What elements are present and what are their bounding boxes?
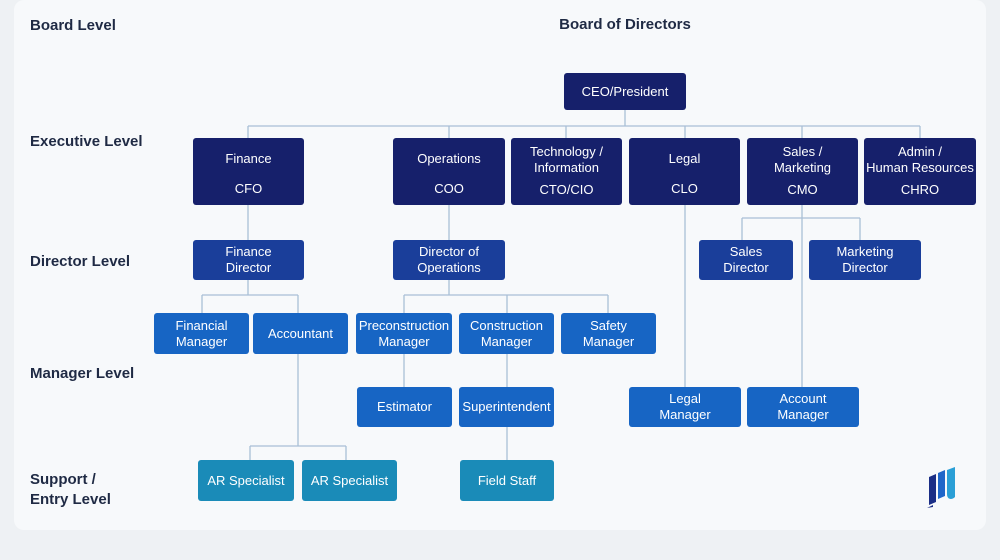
level-label-board: Board Level xyxy=(30,17,116,34)
exec-legal-box: Legal CLO xyxy=(629,138,740,205)
manager-construction-box: Construction Manager xyxy=(459,313,554,354)
exec-operations-box: Operations COO xyxy=(393,138,505,205)
company-logo-icon xyxy=(927,467,955,508)
support-field-staff-box: Field Staff xyxy=(460,460,554,501)
manager-superintendent-box: Superintendent xyxy=(459,387,554,427)
manager-financial-box: Financial Manager xyxy=(154,313,249,354)
manager-safety-box: Safety Manager xyxy=(561,313,656,354)
level-label-manager: Manager Level xyxy=(30,365,135,382)
exec-finance-box: Finance CFO xyxy=(193,138,304,205)
manager-account-box: Account Manager xyxy=(747,387,859,427)
board-of-directors-title: Board of Directors xyxy=(559,16,691,33)
ceo-box: CEO/President xyxy=(564,73,686,110)
ceo-label: CEO/President xyxy=(581,83,669,99)
exec-technology-box: Technology / Information CTO/CIO xyxy=(511,138,622,205)
director-operations-box: Director of Operations xyxy=(393,240,505,280)
director-marketing-box: Marketing Director xyxy=(809,240,921,280)
exec-sales-box: Sales / Marketing CMO xyxy=(747,138,858,205)
exec-legal-dept: Legal xyxy=(668,151,701,166)
exec-admin-role: CHRO xyxy=(900,182,940,197)
level-label-executive: Executive Level xyxy=(30,133,143,150)
exec-finance-dept: Finance xyxy=(225,151,272,166)
director-finance-box: Finance Director xyxy=(193,240,304,280)
support-ar-specialist-1-box: AR Specialist xyxy=(198,460,294,501)
director-sales-box: Sales Director xyxy=(699,240,793,280)
exec-sales-dept: Sales / Marketing xyxy=(773,144,832,175)
exec-admin-dept: Admin / Human Resources xyxy=(866,144,974,175)
exec-legal-role: CLO xyxy=(671,181,698,196)
exec-technology-role: CTO/CIO xyxy=(539,182,594,197)
exec-operations-role: COO xyxy=(434,181,464,196)
manager-legal-box: Legal Manager xyxy=(629,387,741,427)
exec-finance-role: CFO xyxy=(234,181,263,196)
exec-operations-dept: Operations xyxy=(417,151,481,166)
exec-admin-box: Admin / Human Resources CHRO xyxy=(864,138,976,205)
level-label-support: Support / Entry Level xyxy=(30,471,111,508)
exec-technology-dept: Technology / Information xyxy=(530,144,603,175)
manager-preconstruction-box: Preconstruction Manager xyxy=(356,313,452,354)
exec-sales-role: CMO xyxy=(787,182,818,197)
support-ar-specialist-2-box: AR Specialist xyxy=(302,460,397,501)
level-label-director: Director Level xyxy=(30,253,131,270)
manager-estimator-box: Estimator xyxy=(357,387,452,427)
manager-accountant-box: Accountant xyxy=(253,313,348,354)
